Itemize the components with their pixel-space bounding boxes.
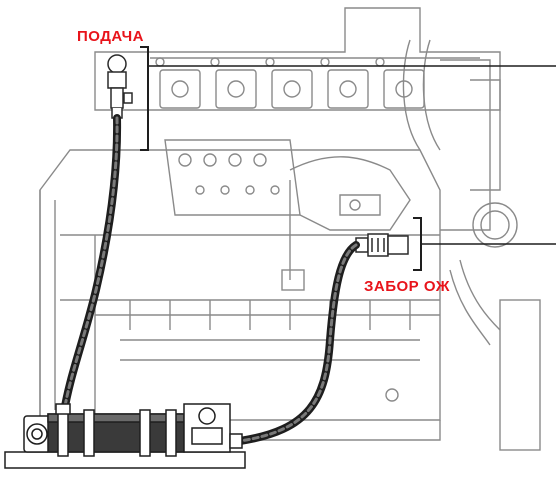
coolant-intake-label: ЗАБОР ОЖ xyxy=(364,278,450,295)
supply-fitting xyxy=(107,54,133,119)
coolant-heater-unit xyxy=(4,403,246,469)
intake-fitting xyxy=(355,233,409,257)
supply-hose xyxy=(60,114,122,416)
intake-bracket xyxy=(413,217,556,271)
supply-label: ПОДАЧА xyxy=(77,28,144,45)
intake-hose xyxy=(236,241,360,445)
supply-bracket xyxy=(140,46,556,151)
